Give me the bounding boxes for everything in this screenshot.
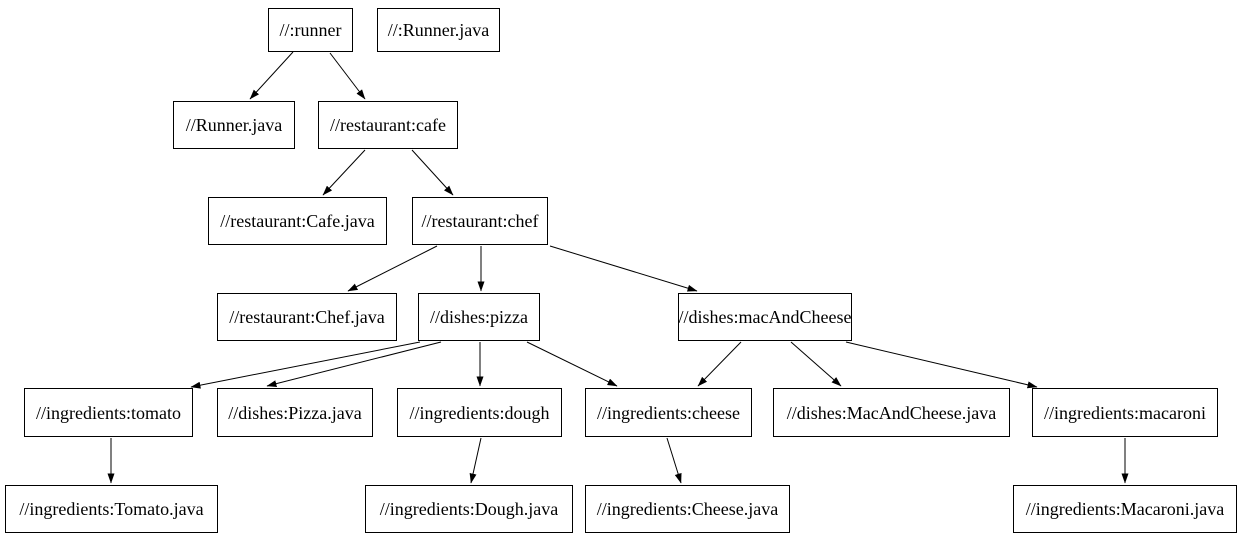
graph-node-label: //ingredients:Cheese.java [596, 499, 779, 519]
graph-node-label: //ingredients:Dough.java [379, 499, 559, 519]
graph-node-label: //restaurant:Chef.java [229, 307, 385, 327]
graph-node-cheese-java: //ingredients:Cheese.java [585, 485, 790, 533]
graph-node-label: //dishes:macAndCheese [678, 307, 852, 327]
graph-node-macaroni-java: //ingredients:Macaroni.java [1013, 485, 1237, 533]
graph-node-label: //:runner [279, 20, 342, 40]
edge-cheese-to-cheese-java [666, 437, 682, 484]
graph-node-macaroni: //ingredients:macaroni [1032, 388, 1218, 437]
graph-node-label: //restaurant:cafe [330, 115, 446, 135]
edge-mac-and-cheese-to-mac-and-cheese-java [790, 341, 842, 387]
graph-node-mac-and-cheese-java: //dishes:MacAndCheese.java [773, 388, 1010, 437]
graph-node-label: //restaurant:chef [421, 211, 539, 231]
graph-node-label: //dishes:Pizza.java [228, 402, 362, 423]
edge-chef-to-mac-and-cheese [549, 245, 698, 292]
graph-node-label: //ingredients:dough [409, 402, 550, 423]
graph-node-root-runner-java: //:Runner.java [377, 8, 500, 52]
edge-pizza-to-pizza-java [266, 341, 442, 388]
edge-runner-to-cafe [329, 52, 366, 100]
graph-node-pizza-java: //dishes:Pizza.java [217, 388, 373, 437]
graph-node-dough-java: //ingredients:Dough.java [365, 485, 573, 533]
graph-node-tomato-java: //ingredients:Tomato.java [5, 485, 218, 533]
edge-mac-and-cheese-to-macaroni [845, 341, 1038, 389]
edge-group [107, 51, 1129, 484]
graph-node-runner-java: //Runner.java [173, 101, 295, 149]
graph-node-cheese: //ingredients:cheese [585, 388, 752, 437]
graph-node-label: //Runner.java [185, 115, 283, 135]
graph-node-label: //ingredients:Tomato.java [19, 499, 204, 519]
graph-node-chef: //restaurant:chef [412, 197, 548, 245]
edge-pizza-to-tomato [190, 341, 421, 389]
graph-node-runner: //:runner [268, 8, 353, 52]
graph-node-tomato: //ingredients:tomato [24, 388, 193, 437]
graph-node-label: //ingredients:tomato [36, 402, 181, 423]
graph-node-dough: //ingredients:dough [397, 388, 562, 437]
edge-pizza-to-cheese [526, 341, 618, 387]
edge-cafe-to-chef [411, 149, 454, 196]
edge-runner-to-runner-java [249, 51, 294, 100]
graph-node-cafe-java: //restaurant:Cafe.java [208, 197, 387, 245]
graph-node-label: //ingredients:Macaroni.java [1025, 499, 1225, 519]
edge-mac-and-cheese-to-cheese [697, 341, 742, 387]
edge-chef-to-chef-java [347, 245, 438, 292]
graph-node-label: //restaurant:Cafe.java [220, 211, 375, 231]
graph-node-mac-and-cheese: //dishes:macAndCheese [678, 293, 852, 341]
graph-node-label: //dishes:pizza [430, 307, 528, 327]
graph-node-chef-java: //restaurant:Chef.java [217, 293, 397, 341]
edge-dough-to-dough-java [469, 437, 482, 484]
graph-node-label: //ingredients:macaroni [1044, 402, 1206, 423]
graph-node-cafe: //restaurant:cafe [318, 101, 458, 149]
edge-cafe-to-cafe-java [322, 149, 366, 196]
graph-node-label: //:Runner.java [387, 20, 490, 40]
graph-node-label: //dishes:MacAndCheese.java [786, 402, 997, 423]
graph-node-label: //ingredients:cheese [597, 402, 740, 423]
graph-node-pizza: //dishes:pizza [418, 293, 540, 341]
